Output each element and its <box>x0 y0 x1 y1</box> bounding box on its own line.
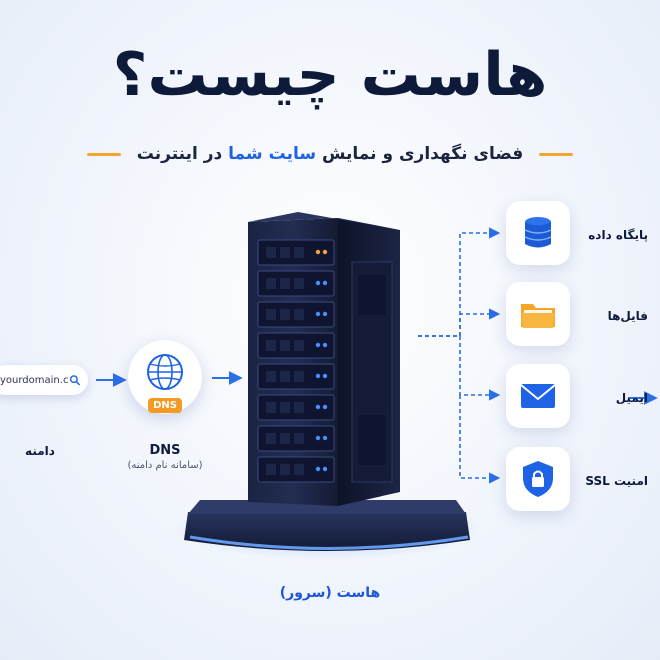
subtitle-highlight: سایت شما <box>228 144 317 164</box>
service-label-database: پایگاه داده <box>588 228 648 242</box>
drive-vent <box>280 309 290 320</box>
page-title: هاست چیست؟ <box>112 40 548 110</box>
service-label-ssl: امنیت SSL <box>585 474 648 488</box>
drive-led <box>322 280 328 286</box>
drive-vent <box>294 278 304 289</box>
server-platform <box>184 512 470 551</box>
database-icon <box>524 217 552 248</box>
drive-vent <box>280 433 290 444</box>
drive-led <box>315 466 321 472</box>
drive-vent <box>266 402 276 413</box>
mail-card <box>506 364 570 428</box>
drive-vent <box>280 464 290 475</box>
drive-led <box>322 311 328 317</box>
subtitle-row: فضای نگهداری و نمایش سایت شما در اینترنت <box>0 141 660 167</box>
domain-label: دامنه <box>25 444 55 458</box>
mail-icon <box>520 384 556 408</box>
drive-vent <box>266 247 276 258</box>
drive-vent <box>294 464 304 475</box>
drive-vent <box>294 433 304 444</box>
drive-led <box>315 435 321 441</box>
drive-vent <box>294 309 304 320</box>
platform-light <box>189 535 469 550</box>
drive-vent <box>280 371 290 382</box>
database-card <box>506 201 570 265</box>
subtitle-dash-left <box>86 152 121 156</box>
drive-vent <box>266 340 276 351</box>
server-platform-top <box>188 500 466 514</box>
drive-vent <box>294 402 304 413</box>
search-icon <box>69 375 80 386</box>
drive-led <box>322 466 328 472</box>
drive-vent <box>266 309 276 320</box>
shield-lock-icon <box>523 461 553 497</box>
dns-label: DNS <box>149 443 181 458</box>
service-label-email: ایمیل <box>615 391 648 405</box>
drive-vent <box>294 247 304 258</box>
host-label: هاست (سرور) <box>279 585 381 601</box>
drive-vent <box>280 340 290 351</box>
drive-led <box>315 404 321 410</box>
subtitle-dash-right <box>539 152 574 156</box>
drive-vent <box>280 402 290 413</box>
drive-vent <box>280 278 290 289</box>
drive-led <box>322 342 328 348</box>
drive-vent <box>294 371 304 382</box>
dns-badge: DNS <box>148 398 182 413</box>
drive-led <box>315 311 321 317</box>
subtitle-after: در اینترنت <box>136 144 223 164</box>
drive-vent <box>266 371 276 382</box>
drive-led <box>322 435 328 441</box>
service-connectors <box>418 227 501 484</box>
drive-vent <box>280 247 290 258</box>
drive-led <box>322 373 328 379</box>
drive-led <box>315 342 321 348</box>
drive-vent <box>266 464 276 475</box>
folder-card <box>506 282 570 346</box>
folder-icon <box>521 304 555 328</box>
globe-icon <box>147 354 183 390</box>
drive-vent <box>266 433 276 444</box>
domain-url: yourdomain.com <box>0 374 69 386</box>
drive-led <box>322 404 328 410</box>
drive-led <box>322 249 328 255</box>
drive-vent <box>266 278 276 289</box>
ssl-card <box>506 447 570 511</box>
subtitle: فضای نگهداری و نمایش سایت شما در اینترنت <box>137 144 524 164</box>
subtitle-before: فضای نگهداری و نمایش <box>321 144 524 164</box>
dns-sublabel: (سامانه نام دامنه) <box>127 460 203 471</box>
drive-led <box>315 249 321 255</box>
service-label-files: فایل‌ها <box>607 309 648 323</box>
server-drive-bays <box>257 239 335 483</box>
drive-vent <box>294 340 304 351</box>
domain-search-box[interactable]: yourdomain.com <box>0 365 88 395</box>
drive-led <box>315 373 321 379</box>
drive-led <box>315 280 321 286</box>
